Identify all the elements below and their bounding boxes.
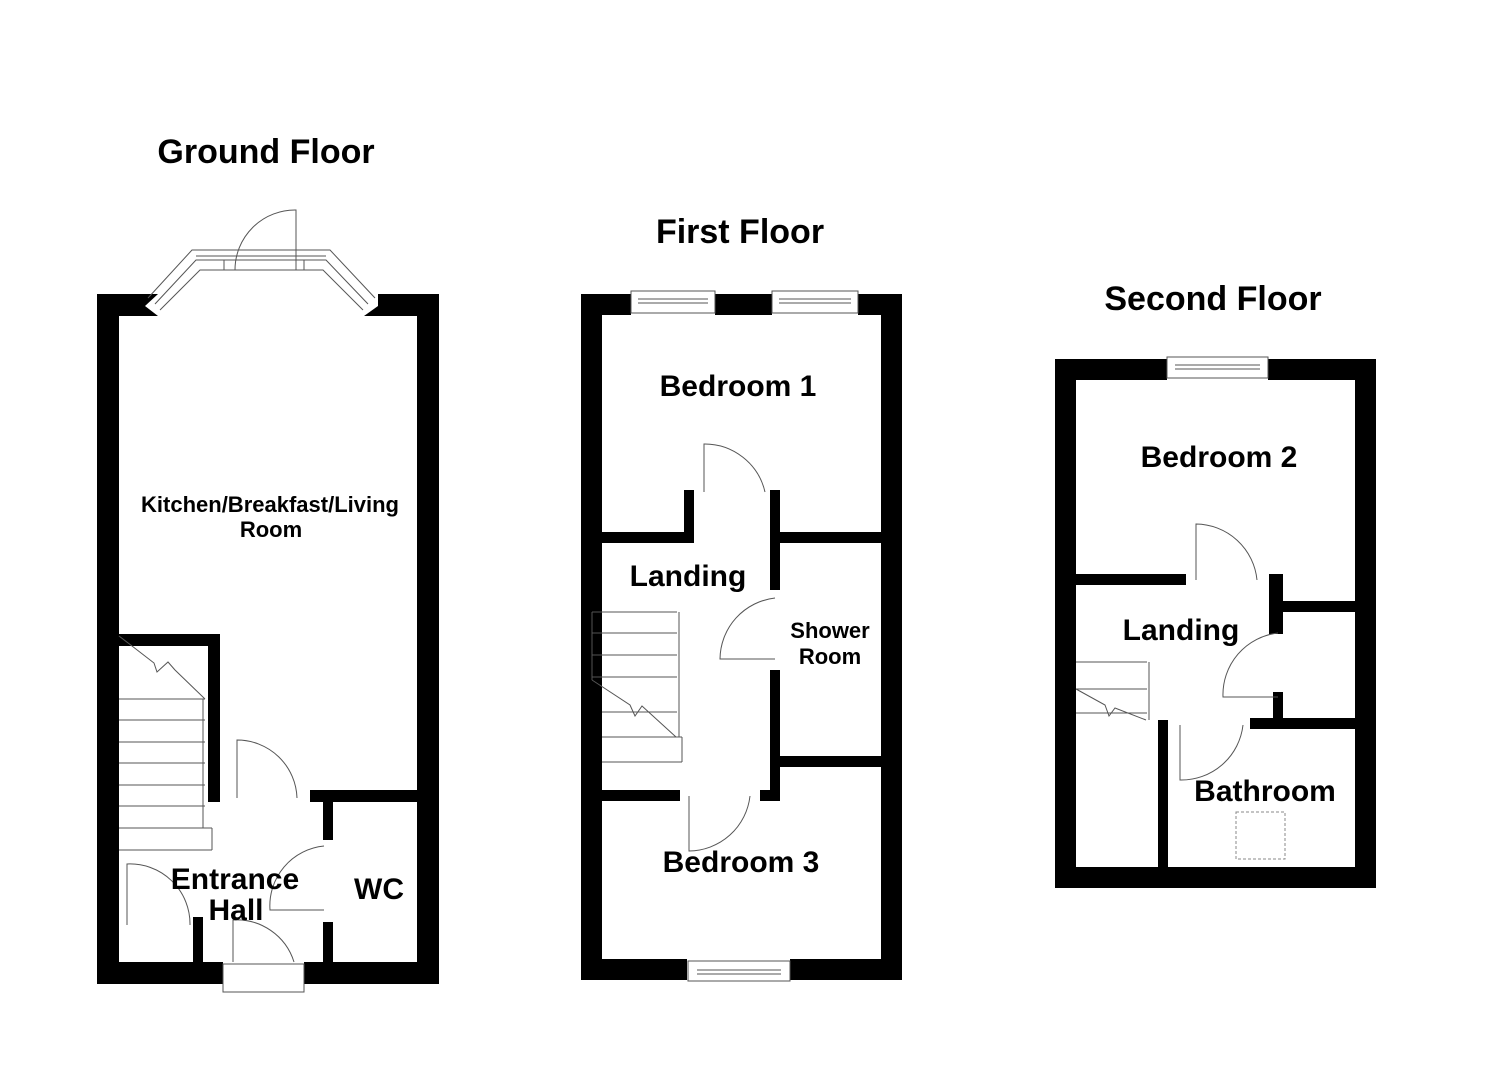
wall: [770, 532, 881, 543]
wall: [1076, 574, 1186, 585]
staircase: [118, 635, 213, 851]
wall: [1158, 720, 1168, 870]
wall: [1055, 359, 1167, 380]
staircase: [1075, 661, 1150, 721]
wall: [193, 917, 203, 967]
door-swing: [236, 739, 298, 799]
room-label-bedroom-3: Bedroom 3: [663, 846, 820, 879]
wall: [97, 962, 223, 984]
door-swing: [703, 443, 766, 493]
front-door-threshold: [222, 963, 305, 993]
room-label-kitchen: Kitchen/Breakfast/Living: [141, 492, 399, 517]
door-swing: [269, 845, 325, 911]
wall: [760, 790, 780, 801]
second-floor-title: Second Floor: [1104, 280, 1321, 318]
room-label-shower-room: Shower: [790, 618, 870, 643]
front-door-swing: [232, 919, 295, 963]
wall: [417, 294, 439, 984]
door-swing: [719, 597, 776, 660]
bay-window: [147, 209, 376, 311]
wall: [364, 294, 439, 316]
room-label-landing: Landing: [630, 560, 747, 593]
wall: [684, 490, 694, 543]
room-label-landing-2: Landing: [1123, 614, 1240, 647]
window: [1166, 356, 1269, 379]
door-swing: [1179, 724, 1244, 781]
wall: [881, 294, 902, 980]
room-label-kitchen-2: Room: [240, 517, 302, 542]
room-label-wc: WC: [354, 873, 404, 906]
room-label-entrance-hall: Entrance: [171, 863, 299, 896]
wall: [790, 959, 902, 980]
wall: [770, 670, 780, 800]
wall: [1055, 359, 1076, 888]
wall: [304, 962, 439, 984]
room-label-shower-room-2: Room: [799, 644, 861, 669]
staircase: [591, 611, 683, 763]
door-swing: [126, 863, 191, 926]
wall: [208, 634, 220, 802]
wall: [715, 294, 772, 315]
wall: [97, 294, 158, 316]
first-floor-title: First Floor: [656, 213, 824, 251]
window: [630, 290, 859, 982]
ground-floor: Ground Floor: [97, 133, 439, 993]
wall: [310, 790, 439, 802]
wall: [323, 922, 333, 972]
room-label-bedroom-2: Bedroom 2: [1141, 441, 1298, 474]
wall: [581, 294, 631, 315]
wall: [119, 634, 219, 646]
wall: [1268, 359, 1376, 380]
door-swing: [1195, 523, 1258, 581]
wall: [602, 532, 694, 543]
wall: [602, 790, 680, 801]
wall: [1283, 601, 1355, 612]
wall: [1250, 718, 1355, 729]
wall: [581, 959, 687, 980]
room-label-bedroom-1: Bedroom 1: [660, 370, 817, 403]
wall: [1273, 692, 1283, 722]
wall: [1269, 574, 1283, 634]
wall: [323, 790, 333, 840]
door-swing: [1222, 632, 1279, 698]
room-label-bathroom: Bathroom: [1194, 775, 1336, 808]
door-swing: [688, 795, 751, 852]
ground-floor-title: Ground Floor: [157, 133, 374, 171]
loft-hatch: [1235, 811, 1286, 860]
wall: [1055, 867, 1376, 888]
wall: [770, 756, 881, 767]
wall: [858, 294, 902, 315]
wall: [1355, 359, 1376, 888]
wall: [97, 294, 119, 984]
first-floor: First Floor: [581, 213, 902, 982]
second-floor: Second Floor Bedroom 2 Landing Bathro: [1055, 280, 1376, 888]
room-label-entrance-hall-2: Hall: [208, 894, 263, 927]
